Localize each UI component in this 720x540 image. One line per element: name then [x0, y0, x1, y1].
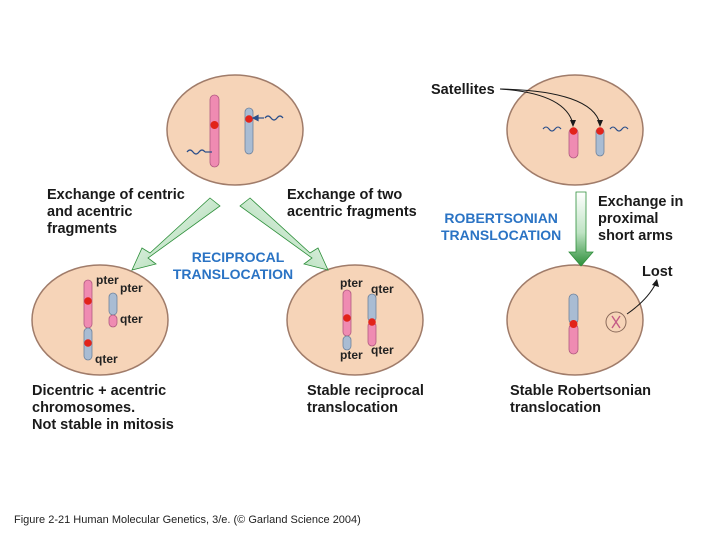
label-result-robertsonian-line1: Stable Robertsonian: [510, 383, 651, 399]
break-marker-lower: [186, 149, 212, 155]
chromosome-blue-top-center: [244, 107, 254, 155]
figure-caption: Figure 2-21 Human Molecular Genetics, 3/…: [14, 514, 361, 526]
lost-fragment: [605, 311, 627, 333]
label-pter-fragment: pter: [120, 281, 143, 295]
label-qter-reciprocal-blue: qter: [371, 282, 394, 296]
chromosome-robertsonian-fused: [568, 293, 579, 355]
arrow-robertsonian-down: [568, 191, 594, 267]
label-lost: Lost: [642, 264, 673, 280]
label-exchange-centric-line3: fragments: [47, 221, 118, 237]
label-reciprocal-translocation: RECIPROCAL TRANSLOCATION: [173, 249, 298, 283]
cell-top-center: [166, 74, 304, 186]
lost-arrow: [626, 279, 659, 315]
chromosome-reciprocal-blue: [367, 293, 377, 347]
chromosome-blue-top-right: [595, 127, 605, 157]
label-exchange-two-line2: acentric fragments: [287, 204, 417, 220]
label-result-dicentric-line1: Dicentric + acentric: [32, 383, 167, 399]
label-satellites: Satellites: [431, 82, 495, 98]
label-result-dicentric-line3: Not stable in mitosis: [32, 417, 174, 433]
chromosome-acentric-fragment: [108, 292, 118, 328]
label-exchange-proximal: Exchange in proximal short arms: [598, 194, 683, 245]
label-result-dicentric-line2: chromosomes.: [32, 400, 136, 416]
label-result-reciprocal-line2: translocation: [307, 400, 399, 416]
label-reciprocal-line2: TRANSLOCATION: [172, 266, 294, 282]
chromosome-pink-top-center: [209, 94, 220, 168]
label-result-reciprocal: Stable reciprocal translocation: [307, 383, 424, 417]
label-reciprocal-line1: RECIPROCAL: [191, 249, 285, 265]
label-result-robertsonian-line2: translocation: [510, 400, 602, 416]
label-exchange-centric: Exchange of centric and acentric fragmen…: [47, 187, 185, 238]
label-robertsonian-line1: ROBERTSONIAN: [444, 210, 558, 226]
chromosome-reciprocal-pink: [342, 289, 352, 351]
chromosome-dicentric: [83, 279, 93, 361]
cell-bottom-middle: [286, 264, 424, 376]
label-exchange-two-line1: Exchange of two: [287, 187, 403, 203]
label-pter-reciprocal-bottom: pter: [340, 348, 363, 362]
arrow-reciprocal-left: [131, 197, 221, 271]
label-result-dicentric: Dicentric + acentric chromosomes. Not st…: [32, 383, 174, 434]
label-exchange-centric-line2: and acentric: [47, 204, 133, 220]
label-result-robertsonian: Stable Robertsonian translocation: [510, 383, 651, 417]
arrow-reciprocal-right: [239, 197, 329, 271]
label-pter-reciprocal-pink: pter: [340, 276, 363, 290]
label-qter-fragment: qter: [120, 312, 143, 326]
label-exchange-proximal-line3: short arms: [598, 228, 673, 244]
satellite-markers: [542, 126, 629, 132]
label-qter-reciprocal-bottom: qter: [371, 343, 394, 357]
label-pter-dicentric: pter: [96, 273, 119, 287]
label-exchange-two: Exchange of two acentric fragments: [287, 187, 417, 221]
satellite-pointer-arrows: [499, 88, 603, 127]
cell-bottom-left: [31, 264, 169, 376]
break-marker-upper: [251, 114, 284, 122]
label-result-reciprocal-line1: Stable reciprocal: [307, 383, 424, 399]
label-exchange-proximal-line2: proximal: [598, 211, 659, 227]
chromosome-pink-top-right: [568, 127, 579, 159]
label-robertsonian-translocation: ROBERTSONIAN TRANSLOCATION: [441, 210, 561, 244]
label-robertsonian-line2: TRANSLOCATION: [441, 227, 562, 243]
label-exchange-proximal-line1: Exchange in: [598, 194, 684, 210]
label-exchange-centric-line1: Exchange of centric: [47, 187, 185, 203]
label-qter-dicentric: qter: [95, 352, 118, 366]
